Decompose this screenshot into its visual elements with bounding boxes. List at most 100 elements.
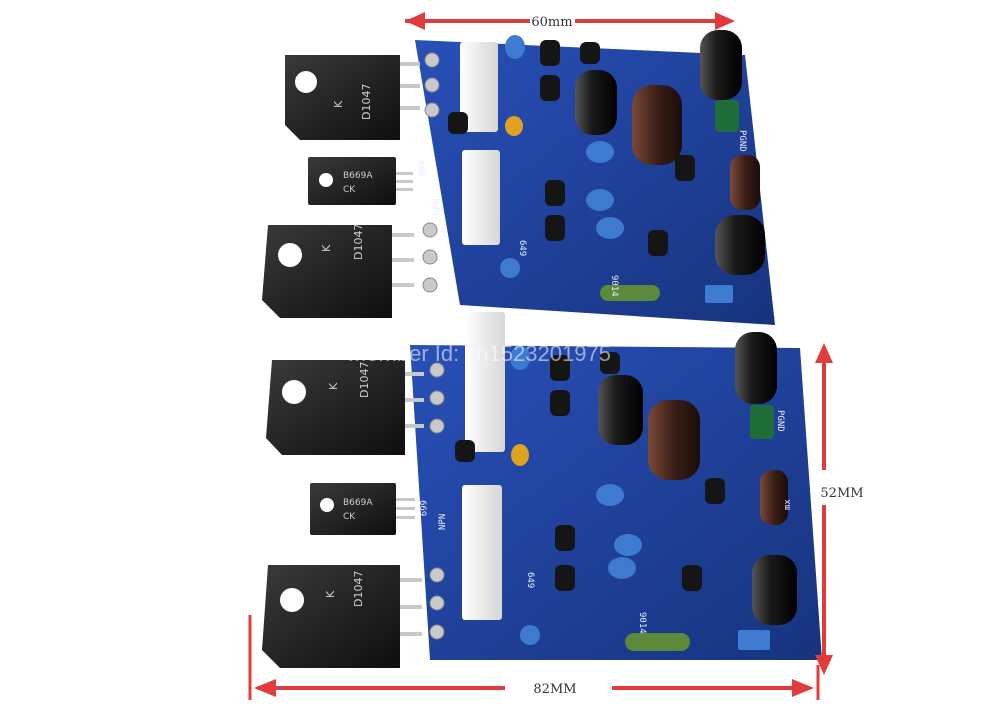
- transistor-brand: K: [327, 382, 340, 390]
- ceramic-capacitor: [500, 258, 520, 278]
- ceramic-resistor: [462, 485, 502, 620]
- transistor-body: [262, 225, 392, 318]
- tantalum-capacitor: [505, 116, 523, 136]
- transistor-lead: [395, 516, 415, 519]
- electrolytic-capacitor: [752, 555, 797, 625]
- small-transistor: [648, 230, 668, 256]
- ceramic-capacitor: [596, 484, 624, 506]
- electrolytic-capacitor: [575, 70, 617, 135]
- transistor-lead: [402, 424, 424, 428]
- solder-pad: [429, 362, 445, 378]
- transistor-lead: [395, 507, 415, 510]
- small-transistor: [600, 352, 620, 374]
- transistor-body: [308, 157, 396, 205]
- transistor-part: D1047: [360, 84, 373, 120]
- transistor-lead: [402, 398, 424, 402]
- solder-pad: [429, 567, 445, 583]
- transistor-lead: [392, 258, 414, 262]
- arrow-left-icon: [405, 12, 425, 30]
- pcb-board-top: NPN 669 649 PGND 9014: [415, 30, 775, 325]
- ceramic-capacitor: [505, 35, 525, 59]
- small-transistor: [545, 180, 565, 206]
- solder-pad: [422, 277, 438, 293]
- driver-transistor: B669A CK: [308, 157, 413, 205]
- solder-pad: [424, 77, 440, 93]
- dimension-label-top: 60mm: [531, 15, 572, 30]
- mounting-hole: [319, 173, 333, 187]
- mounting-hole: [320, 498, 334, 512]
- transistor-body: [285, 55, 400, 140]
- ceramic-capacitor: [586, 141, 614, 163]
- silk-pgnd: PGND: [775, 410, 785, 432]
- power-resistor: [625, 633, 690, 651]
- transistor-lead: [402, 372, 424, 376]
- solder-pad: [424, 52, 440, 68]
- small-transistor: [580, 42, 600, 64]
- arrow-up-icon: [815, 343, 833, 363]
- ceramic-resistor: [462, 150, 500, 245]
- transistor-suffix: CK: [343, 185, 356, 195]
- transistor-lead: [395, 180, 413, 183]
- transistor-lead: [392, 233, 414, 237]
- transistor-body: [262, 565, 400, 668]
- solder-pad: [424, 102, 440, 118]
- small-transistor: [682, 565, 702, 591]
- arrow-left-icon: [254, 679, 276, 697]
- ceramic-capacitor: [510, 346, 530, 370]
- ceramic-capacitor: [614, 534, 642, 556]
- solder-pad: [429, 390, 445, 406]
- ceramic-capacitor: [586, 189, 614, 211]
- silk-pgnd: PGND: [737, 130, 747, 152]
- transistor-body: [266, 360, 405, 455]
- silk-669: 669: [417, 500, 427, 516]
- small-transistor: [550, 355, 570, 381]
- silk-npn: NPN: [433, 199, 443, 215]
- transistor-lead: [392, 283, 414, 287]
- tantalum-capacitor: [511, 444, 529, 466]
- electrolytic-capacitor: [730, 155, 760, 210]
- transistor-lead: [395, 172, 413, 175]
- silk-mx: mx: [783, 499, 793, 510]
- transistor-lead: [398, 632, 422, 636]
- transistor-part: D1047: [358, 362, 371, 398]
- power-resistor: [600, 285, 660, 301]
- dimension-label-right: 52MM: [820, 486, 863, 501]
- dimension-top: 60mm: [405, 12, 735, 30]
- power-transistor: K D1047: [266, 360, 424, 455]
- transistor-part: D1047: [352, 224, 365, 260]
- transistor-suffix: CK: [343, 512, 356, 522]
- small-transistor: [555, 525, 575, 551]
- silk-649: 649: [525, 572, 535, 588]
- transistor-lead: [398, 605, 422, 609]
- small-transistor: [550, 390, 570, 416]
- electrolytic-capacitor: [648, 400, 700, 480]
- small-transistor: [705, 478, 725, 504]
- silk-9014: 9014: [637, 612, 647, 634]
- small-transistor: [540, 75, 560, 101]
- electrolytic-capacitor: [700, 30, 742, 100]
- small-transistor: [455, 440, 475, 462]
- transistor-body: [310, 483, 396, 535]
- electrolytic-capacitor: [715, 215, 765, 275]
- pcb-board-bottom: NPN 669 649 PGND 9014 mx: [410, 312, 822, 660]
- silk-649: 649: [517, 240, 527, 256]
- transistor-brand: K: [332, 100, 345, 108]
- driver-transistor: B669A CK: [310, 483, 415, 535]
- trim-potentiometer: [738, 630, 770, 650]
- transistor-part: D1047: [352, 571, 365, 607]
- mounting-hole: [295, 71, 317, 93]
- small-transistor: [545, 215, 565, 241]
- arrow-right-icon: [715, 12, 735, 30]
- pcb-substrate: [415, 40, 775, 325]
- silk-npn: NPN: [438, 514, 448, 530]
- transistor-part: B669A: [343, 171, 373, 181]
- dimension-right: 52MM: [815, 343, 864, 675]
- power-transistor: K D1047: [262, 565, 422, 668]
- mounting-hole: [282, 380, 306, 404]
- transistor-brand: K: [324, 590, 337, 598]
- transistor-lead: [398, 578, 422, 582]
- electrolytic-capacitor: [598, 375, 643, 445]
- silk-9014: 9014: [609, 275, 619, 297]
- arrow-right-icon: [792, 679, 814, 697]
